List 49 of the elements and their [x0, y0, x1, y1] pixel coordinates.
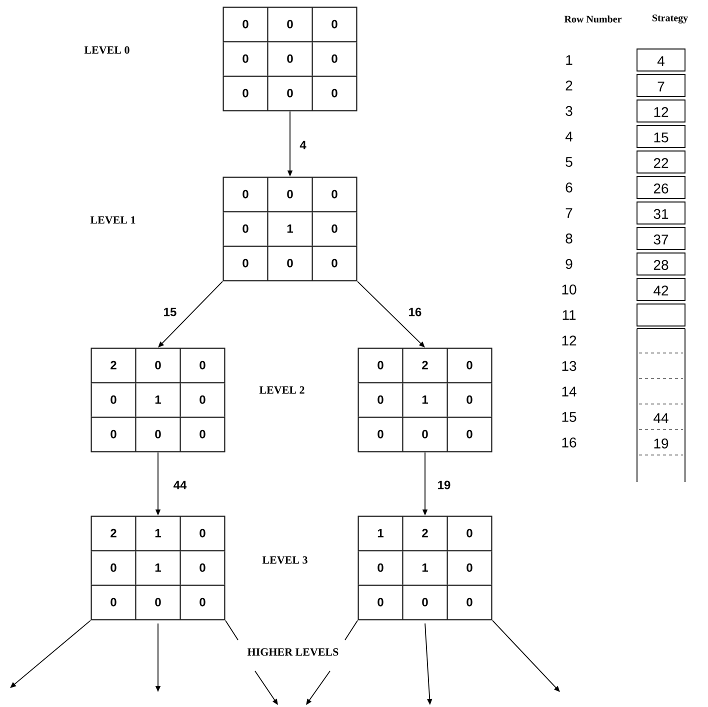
table-cell: 22 [636, 150, 686, 174]
grid-box: 1 2 0 0 1 0 0 0 0 [357, 516, 493, 620]
table-cell: 2 [566, 80, 572, 90]
table-cell: 6 [566, 182, 572, 192]
table-cell: 1 [566, 55, 572, 65]
table-cell: 16 [562, 438, 576, 448]
level-label: LEVEL 3 [262, 556, 308, 564]
edge-label: 16 [407, 306, 423, 318]
grid-box: 2 0 0 0 1 0 0 0 0 [90, 348, 226, 452]
table-cell: 26 [636, 176, 686, 199]
grid-box: 2 1 0 0 1 0 0 0 0 [90, 516, 226, 620]
grid-box: 0 0 0 0 0 0 0 0 0 [222, 6, 358, 112]
table-cell: 19 [654, 438, 668, 448]
table-cell: 12 [562, 336, 576, 346]
table-cell: 37 [636, 227, 686, 250]
table-cell: 14 [562, 386, 576, 396]
level-label: HIGHER LEVELS [248, 648, 338, 656]
table-cell: 15 [636, 125, 686, 148]
table-cell: 10 [562, 284, 576, 294]
table-cell: 7 [566, 208, 572, 218]
table-cell: 28 [636, 252, 686, 276]
level-label: LEVEL 2 [259, 386, 304, 394]
edge-label: 15 [162, 306, 178, 318]
edge-label: 44 [172, 480, 188, 490]
table-cell: 11 [562, 310, 576, 320]
table-header: Row Number [564, 15, 622, 23]
table-cell: 9 [566, 259, 572, 269]
table-cell: 44 [654, 413, 668, 423]
table-cell: 42 [636, 278, 686, 301]
grid-box: 0 2 0 0 1 0 0 0 0 [357, 348, 493, 452]
table-cell: 31 [636, 202, 686, 224]
table-cell: 15 [562, 412, 576, 422]
table-cell: 3 [566, 106, 572, 116]
table-cell: 13 [562, 361, 576, 371]
edge-label: 4 [298, 140, 308, 150]
table-header: Strategy [652, 14, 688, 24]
level-label: LEVEL 0 [84, 46, 130, 54]
arrow [492, 620, 560, 692]
level-label: LEVEL 1 [90, 216, 136, 224]
table-cell: 12 [636, 100, 686, 122]
table-cell: 4 [636, 48, 686, 72]
table-cell: 5 [566, 157, 572, 167]
table-cell: 8 [566, 234, 572, 244]
grid-box: 0 0 0 0 1 0 0 0 0 [222, 176, 358, 282]
arrow [10, 620, 91, 688]
table-cell: 4 [565, 132, 572, 142]
arrow [158, 281, 223, 348]
edge-label: 19 [436, 480, 452, 490]
table-cell: 7 [636, 74, 686, 97]
